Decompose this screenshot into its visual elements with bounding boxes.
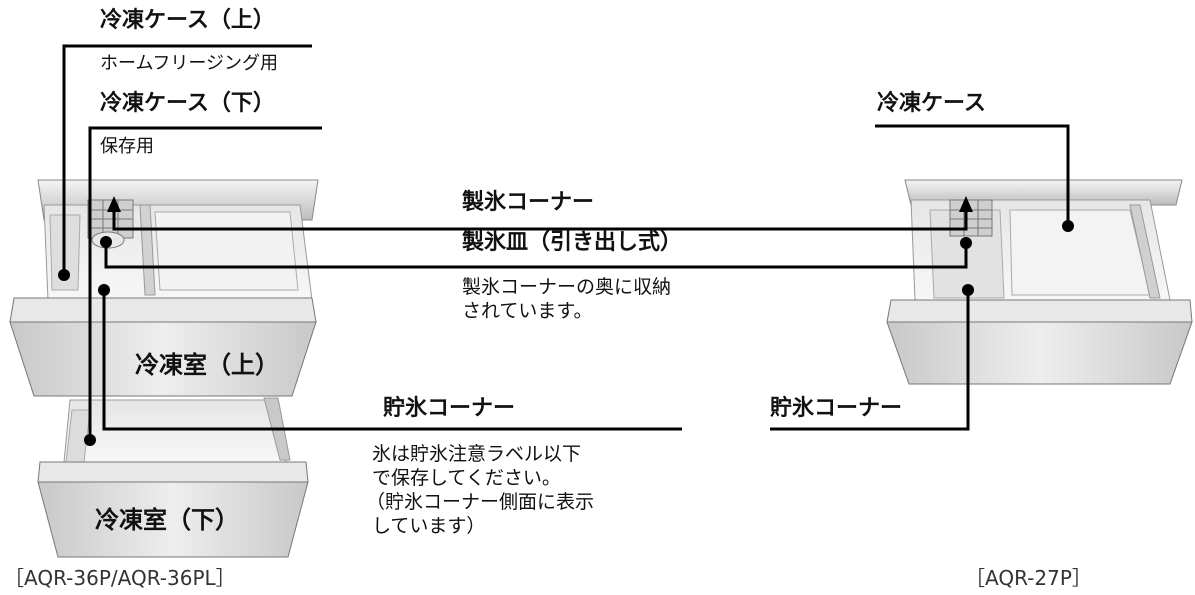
storage-note-line2: で保存してください。 xyxy=(372,467,561,489)
upper-case-title: 冷凍ケース（上） xyxy=(100,8,275,33)
arrow-heads xyxy=(107,196,973,212)
storage-note-line4: しています） xyxy=(372,515,486,537)
model-label-right: ［AQR-27P］ xyxy=(965,566,1092,590)
pointer-dots xyxy=(58,220,1074,446)
upper-case-subtitle: ホームフリージング用 xyxy=(100,53,279,74)
ice-tray-note-line2: されています。 xyxy=(462,300,593,322)
model-label-left: ［AQR-36P/AQR-36PL］ xyxy=(4,566,236,590)
ice-corner-label: 製氷コーナー xyxy=(462,190,595,215)
right-freezer-case-label: 冷凍ケース xyxy=(877,91,986,116)
leader-lines xyxy=(62,44,1070,440)
storage-corner-label-left: 貯氷コーナー xyxy=(383,396,516,421)
right-freezer-unit xyxy=(886,179,1193,385)
ice-tray-right xyxy=(949,199,993,237)
ice-tray-note-line1: 製氷コーナーの奥に収納 xyxy=(462,276,672,298)
upper-room-label: 冷凍室（上） xyxy=(135,351,279,379)
storage-note-line1: 氷は貯氷注意ラベル以下 xyxy=(372,443,582,465)
lower-case-subtitle: 保存用 xyxy=(100,136,154,157)
lower-room-label: 冷凍室（下） xyxy=(95,506,239,534)
ice-tray-label: 製氷皿（引き出し式） xyxy=(462,230,683,255)
storage-corner-label-right: 貯氷コーナー xyxy=(770,396,903,421)
storage-note-line3: （貯氷コーナー側面に表示 xyxy=(366,491,595,513)
lower-case-title: 冷凍ケース（下） xyxy=(100,91,275,116)
